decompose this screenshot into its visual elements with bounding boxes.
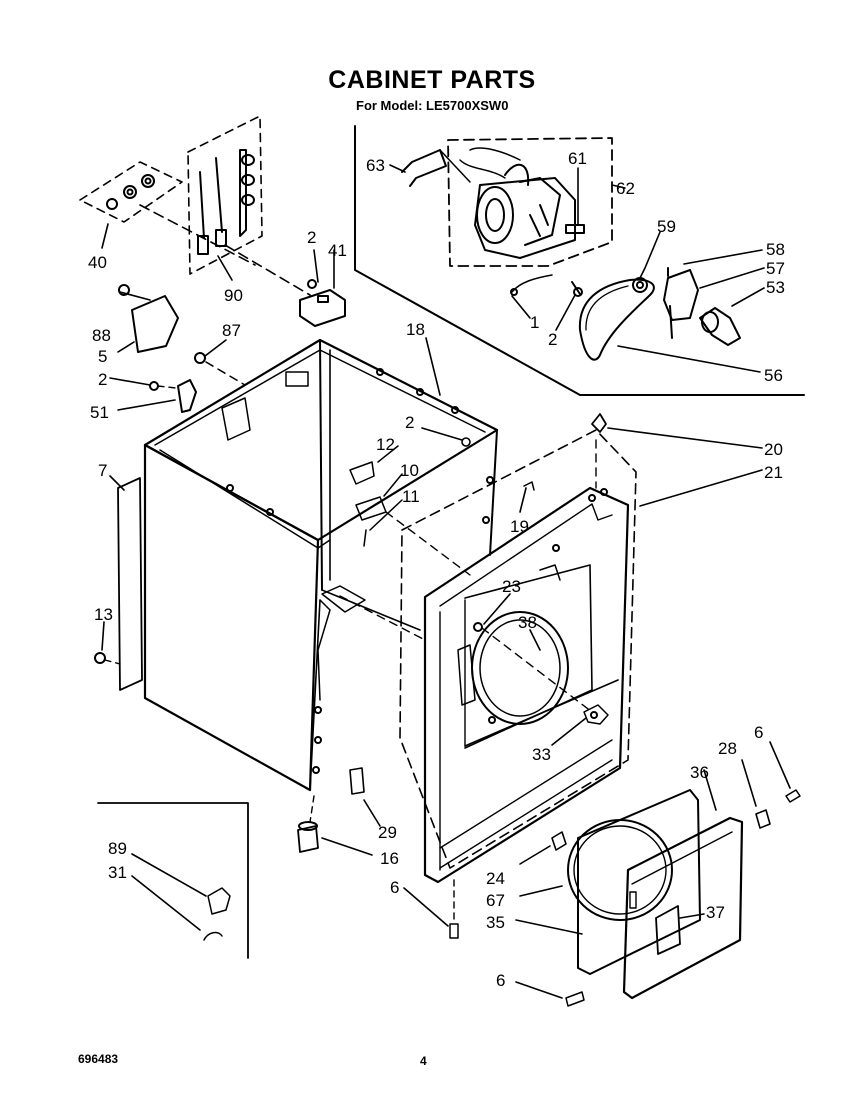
callout-21: 21 [764, 463, 783, 482]
inset-89-31 [97, 802, 249, 959]
rear-panel-7 [109, 475, 143, 691]
callout-2-top: 2 [307, 228, 316, 247]
callout-87: 87 [222, 321, 241, 340]
callout-6-right: 6 [754, 723, 763, 742]
cabinet-body [143, 338, 499, 792]
screw-13 [94, 621, 121, 665]
front-panel [423, 486, 630, 884]
callout-40: 40 [88, 253, 107, 272]
terminal-block-41 [299, 249, 346, 327]
callout-38: 38 [518, 613, 537, 632]
motor-screws [510, 274, 583, 297]
kit-40 [79, 161, 183, 249]
callout-90: 90 [224, 286, 243, 305]
motor-bracket-63 [401, 149, 471, 187]
callout-2-left: 2 [98, 370, 107, 389]
drive-belt-56 [578, 278, 655, 361]
callout-6-bottom: 6 [390, 878, 399, 897]
page-number: 4 [420, 1054, 427, 1068]
callout-5: 5 [98, 347, 107, 366]
callout-6-door: 6 [496, 971, 505, 990]
motor-assembly [447, 137, 613, 267]
callout-13: 13 [94, 605, 113, 624]
end-cap-20 [591, 413, 763, 449]
front-panel-dashed [399, 429, 637, 869]
callout-7: 7 [98, 461, 107, 480]
door-switch-parts [349, 445, 471, 576]
screw-87 [194, 339, 246, 386]
switch-51 [109, 377, 197, 413]
callout-20: 20 [764, 440, 783, 459]
panel-dashed-leaders [339, 439, 597, 713]
callout-10: 10 [400, 461, 419, 480]
callout-36: 36 [690, 763, 709, 782]
kit-90 [187, 115, 263, 281]
callout-57: 57 [766, 259, 785, 278]
callout-53: 53 [766, 278, 785, 297]
dashed-leaders-top [139, 204, 311, 296]
callout-31: 31 [108, 863, 127, 882]
motor-leaders [389, 164, 765, 373]
callout-58: 58 [766, 240, 785, 259]
callout-11: 11 [402, 487, 420, 506]
callout-59: 59 [657, 217, 676, 236]
callout-35: 35 [486, 913, 505, 932]
callout-67: 67 [486, 891, 505, 910]
panel-leaders [483, 469, 763, 746]
model-subtitle: For Model: LE5700XSW0 [356, 98, 509, 113]
door-leaders [515, 741, 791, 999]
door-assembly [551, 789, 801, 1007]
cabinet-leaders [421, 337, 471, 447]
callout-51: 51 [90, 403, 109, 422]
callout-89: 89 [108, 839, 127, 858]
callout-63: 63 [366, 156, 385, 175]
callout-28: 28 [718, 739, 737, 758]
callout-23: 23 [502, 577, 521, 596]
callout-61: 61 [568, 149, 587, 168]
callout-33: 33 [532, 745, 551, 764]
callout-1: 1 [530, 313, 539, 332]
callout-24: 24 [486, 869, 505, 888]
callout-56: 56 [764, 366, 783, 385]
motor-inset-border [354, 125, 805, 396]
callout-62: 62 [616, 179, 635, 198]
foot-16 [297, 795, 373, 856]
callout-41: 41 [328, 241, 347, 260]
callout-16: 16 [380, 849, 399, 868]
page-title: CABINET PARTS [328, 66, 536, 94]
callout-12: 12 [376, 435, 395, 454]
callout-2-motor: 2 [548, 330, 557, 349]
callout-labels: 63 61 62 59 58 57 53 56 1 2 40 90 2 41 8… [88, 149, 785, 990]
callout-37: 37 [706, 903, 725, 922]
document-number: 696483 [78, 1052, 119, 1066]
idler-parts [632, 267, 741, 346]
callout-2-mid: 2 [405, 413, 414, 432]
screw-6-bottom [403, 879, 459, 939]
callout-18: 18 [406, 320, 425, 339]
callout-19: 19 [510, 517, 529, 536]
callout-29: 29 [378, 823, 397, 842]
bracket-88-5 [117, 284, 179, 353]
callout-88: 88 [92, 326, 111, 345]
bracket-29 [349, 767, 381, 827]
